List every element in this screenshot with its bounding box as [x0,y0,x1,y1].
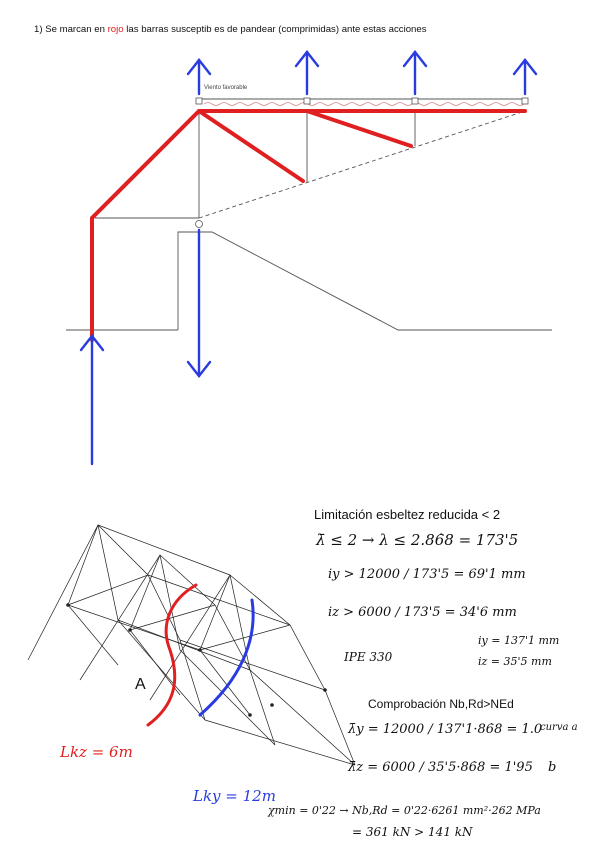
curve-a-label: curva a [540,722,578,733]
buckling-curve-z [146,583,198,727]
lkz-label: Lkz = 6m [60,743,133,761]
calc-line-1: λ̄ ≤ 2 → λ ≤ 2.86̇8 = 173'5 [316,531,519,549]
caption: 1) Se marcan en rojo las barras suscepti… [34,24,427,35]
frame-lines [27,524,356,766]
frame-nodes [66,603,327,717]
chi-line: χmin = 0'22 → Nb,Rd = 0'22·6261 mm²·262 … [268,804,541,817]
calc-iy-line: iy > 12000 / 173'5 = 69'1 mm [328,567,526,582]
building-outline [177,231,552,331]
caption-highlight: rojo [107,24,124,35]
lambda-y-line: λ̄y = 12000 / 137'1·86̇8 = 1.0 [348,722,543,737]
force-arrows [79,50,538,466]
wind-hatch [203,102,525,106]
structure-lines [66,98,552,331]
truss-diagram [66,50,552,466]
compressed-diagonal-1 [197,109,305,183]
caption-suffix: las barras susceptib es de pandear (comp… [126,24,427,35]
profile-label: IPE 330 [344,650,393,664]
truss-label: Viento favorable [204,85,248,91]
compressed-column-and-chord [90,109,527,342]
buckling-curve-y [198,598,255,717]
point-label-a: A [135,676,146,693]
caption-prefix: 1) Se marcan en [34,24,105,35]
calc-iz-line: iz > 6000 / 173'5 = 34'6 mm [328,605,517,620]
joints [195,97,529,228]
iy-profile: iy = 137'1 mm [478,634,560,647]
result-line: = 361 kN > 141 kN [352,825,473,839]
lky-label: Lky = 12m [193,787,276,805]
limit-title: Limitación esbeltez reducida < 2 [314,507,501,522]
compressed-diagonal-2 [305,109,413,148]
curve-b-label: b [548,760,557,775]
iz-profile: iz = 35'5 mm [478,655,552,668]
check-title: Comprobación Nb,Rd>NEd [368,697,514,711]
compressed-bars [90,109,527,342]
bottom-chord-dashed [198,110,526,219]
lambda-z-line: λ̄z = 6000 / 35'5·86̇8 = 1'95 [348,760,533,775]
